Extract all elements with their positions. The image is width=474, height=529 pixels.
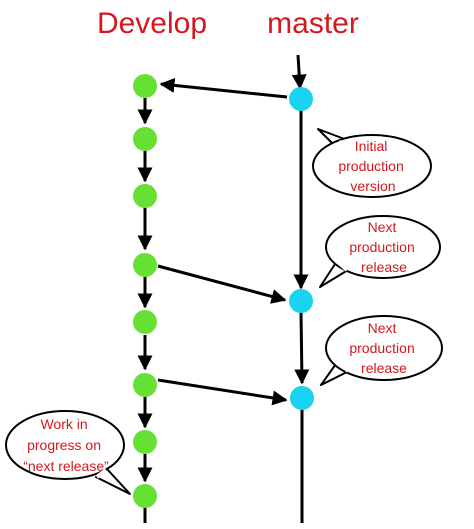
develop-commit-node bbox=[133, 74, 157, 98]
merge-arrow-2 bbox=[157, 378, 288, 406]
callout-next-production-release-2: Next production release bbox=[320, 315, 443, 386]
develop-commit-node bbox=[133, 484, 157, 508]
callout-line: release bbox=[361, 360, 407, 376]
callout-line: version bbox=[350, 178, 395, 194]
callout-line: Work in bbox=[40, 416, 87, 432]
callout-line: production bbox=[349, 340, 414, 356]
master-commits bbox=[289, 87, 314, 410]
develop-commits bbox=[133, 74, 157, 508]
callout-initial-production-version: Initial production version bbox=[312, 128, 432, 198]
develop-commit-node bbox=[133, 373, 157, 397]
master-commit-node bbox=[290, 386, 314, 410]
svg-text:Next production re: Next production release bbox=[349, 219, 418, 275]
merge-arrow-1 bbox=[157, 264, 287, 304]
callout-work-in-progress: Work in progress on “next release” bbox=[5, 410, 131, 495]
callout-line: Next bbox=[368, 219, 397, 235]
callout-line: Initial bbox=[355, 138, 388, 154]
svg-text:Work in progress on: Work in progress on “next release” bbox=[23, 416, 109, 474]
svg-text:Initial production: Initial production version bbox=[338, 138, 407, 194]
develop-commit-node bbox=[133, 127, 157, 151]
master-commit-node bbox=[289, 87, 313, 111]
develop-branch-title: Develop bbox=[97, 7, 207, 40]
callout-line: Next bbox=[368, 320, 397, 336]
callout-line: progress on bbox=[27, 437, 101, 453]
callout-line: “next release” bbox=[23, 458, 109, 474]
master-commit-node bbox=[289, 289, 313, 313]
callout-line: production bbox=[338, 158, 403, 174]
callout-next-production-release-1: Next production release bbox=[319, 215, 441, 288]
develop-commit-node bbox=[133, 184, 157, 208]
callout-line: release bbox=[361, 259, 407, 275]
master-branch-title: master bbox=[267, 7, 359, 40]
develop-commit-node bbox=[133, 310, 157, 334]
develop-commit-node bbox=[133, 430, 157, 454]
callout-line: production bbox=[349, 239, 414, 255]
branch-off-arrow bbox=[159, 77, 288, 99]
master-branch-line bbox=[291, 54, 310, 523]
develop-commit-node bbox=[133, 253, 157, 277]
svg-text:Next production re: Next production release bbox=[349, 320, 418, 376]
